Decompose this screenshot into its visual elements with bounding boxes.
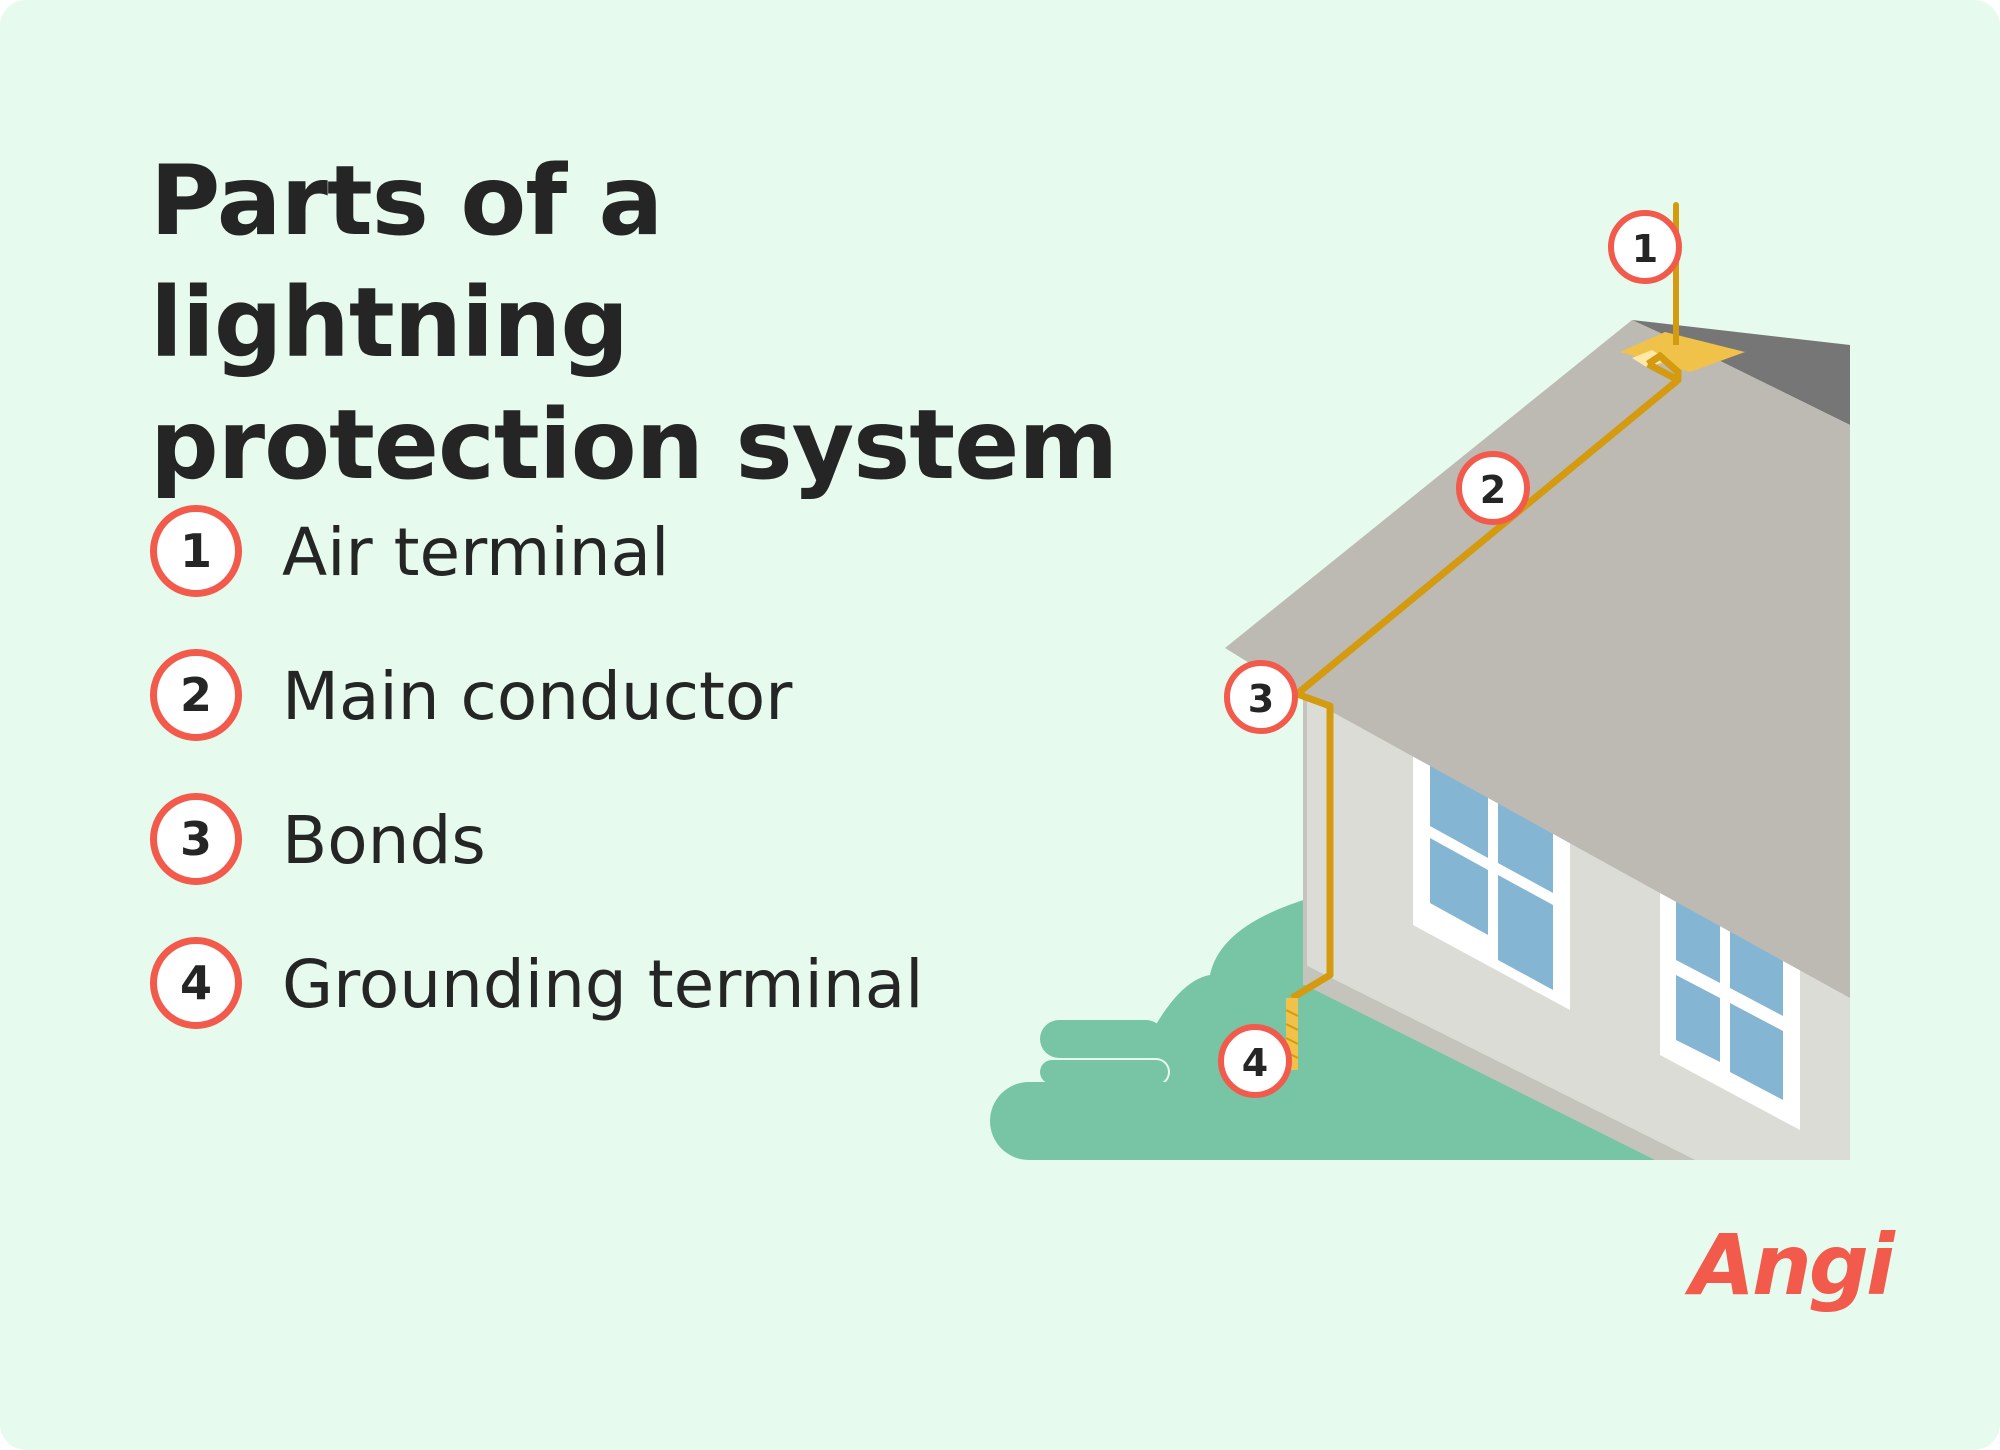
legend-label: Grounding terminal: [282, 946, 924, 1023]
main-conductor: [1290, 351, 1682, 1001]
legend-item-main-conductor: 2 Main conductor: [150, 649, 1050, 745]
legend-number-badge: 3: [150, 793, 242, 885]
marker-1-number: 1: [1632, 227, 1658, 271]
brand-logo: Angi: [1690, 1216, 1895, 1314]
marker-4: 4: [1218, 1024, 1292, 1098]
legend-label: Air terminal: [282, 514, 670, 591]
house-roof: [1225, 320, 1850, 998]
legend-item-bonds: 3 Bonds: [150, 793, 1050, 889]
marker-3-number: 3: [1248, 677, 1274, 721]
legend-item-air-terminal: 1 Air terminal: [150, 505, 1050, 601]
legend-number-badge: 4: [150, 937, 242, 1029]
legend-number-badge: 1: [150, 505, 242, 597]
page-title: Parts of a lightning protection system: [150, 140, 1150, 506]
legend-label: Bonds: [282, 802, 486, 879]
marker-2-number: 2: [1480, 468, 1506, 512]
marker-4-number: 4: [1242, 1041, 1268, 1085]
marker-3: 3: [1224, 660, 1298, 734]
marker-1: 1: [1608, 210, 1682, 284]
marker-2: 2: [1456, 451, 1530, 525]
legend-label: Main conductor: [282, 658, 793, 735]
legend-item-grounding-terminal: 4 Grounding terminal: [150, 937, 1050, 1033]
legend-number-badge: 2: [150, 649, 242, 741]
title-line-2: protection system: [150, 389, 1118, 501]
title-line-1: Parts of a lightning: [150, 145, 663, 379]
